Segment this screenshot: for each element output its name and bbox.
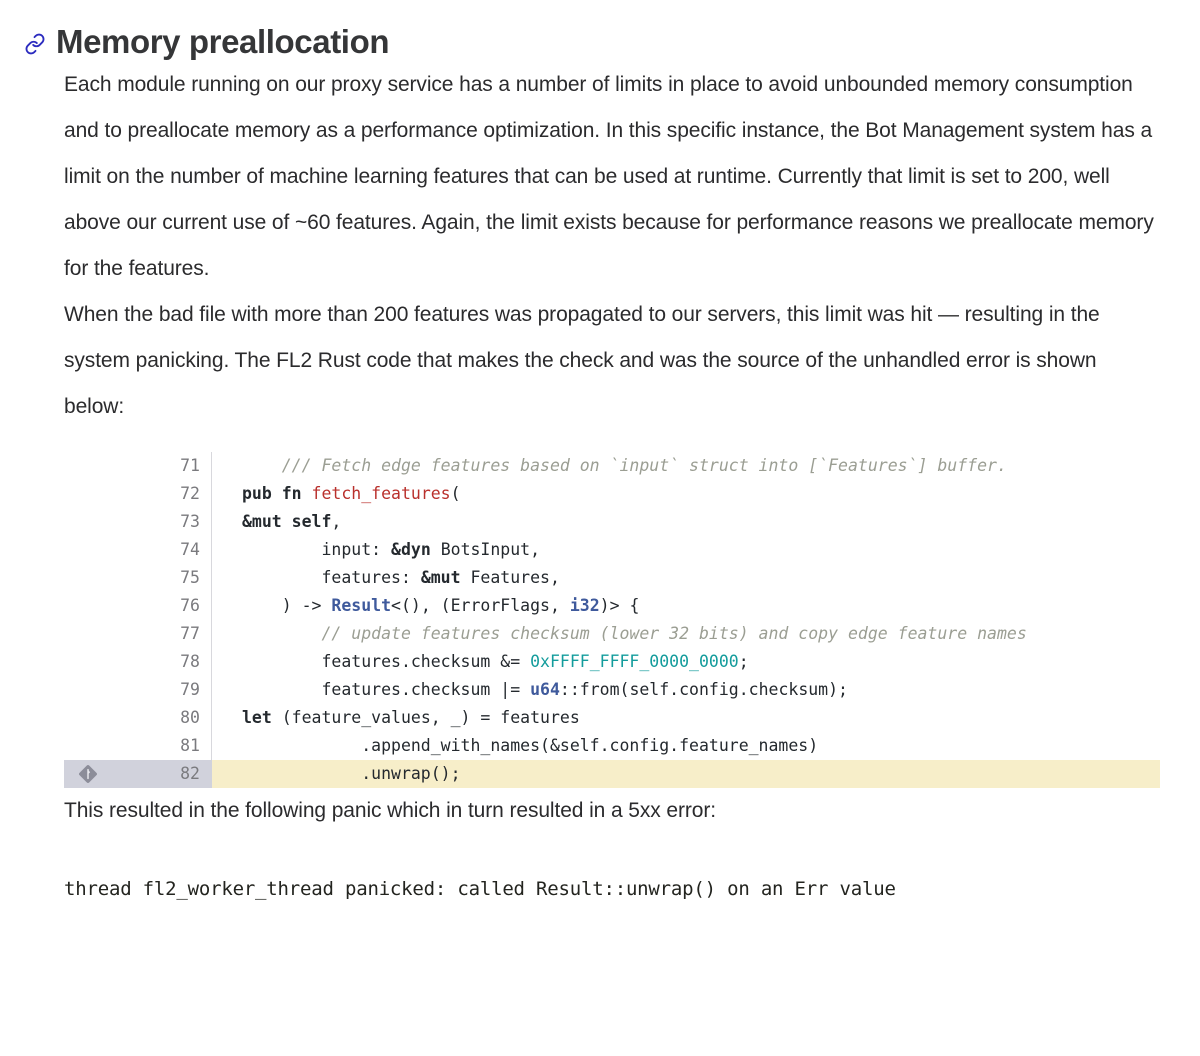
code-line: 77 // update features checksum (lower 32…	[64, 620, 1160, 648]
code-line: 76 ) -> Result<(), (ErrorFlags, i32)> {	[64, 592, 1160, 620]
line-number: 77	[180, 624, 200, 643]
line-number: 82	[180, 764, 200, 783]
code-line: 81 .append_with_names(&self.config.featu…	[64, 732, 1160, 760]
code-line-text: pub fn fetch_features(	[242, 484, 461, 503]
code-line-text: let (feature_values, _) = features	[242, 708, 580, 727]
code-line: 71 /// Fetch edge features based on `inp…	[64, 452, 1160, 480]
line-number: 80	[180, 708, 200, 727]
section-heading: Memory preallocation	[0, 0, 1200, 62]
line-number: 76	[180, 596, 200, 615]
code-line-text: ) -> Result<(), (ErrorFlags, i32)> {	[242, 596, 640, 615]
line-number: 81	[180, 736, 200, 755]
code-line: 75 features: &mut Features,	[64, 564, 1160, 592]
code-line-text: features.checksum |= u64::from(self.conf…	[242, 680, 848, 699]
line-number-gutter: 73	[64, 508, 212, 536]
paragraph-limit-hit: When the bad file with more than 200 fea…	[64, 303, 1100, 418]
page-title: Memory preallocation	[56, 23, 390, 60]
line-number: 75	[180, 568, 200, 587]
code-line-text: /// Fetch edge features based on `input`…	[242, 456, 1007, 475]
line-number: 78	[180, 652, 200, 671]
paragraph-intro: Each module running on our proxy service…	[64, 73, 1154, 280]
code-line: 79 features.checksum |= u64::from(self.c…	[64, 676, 1160, 704]
code-line-text: input: &dyn BotsInput,	[242, 540, 541, 559]
line-number: 72	[180, 484, 200, 503]
code-line-text: // update features checksum (lower 32 bi…	[242, 624, 1027, 643]
code-line: 74 input: &dyn BotsInput,	[64, 536, 1160, 564]
code-line: 78 features.checksum &= 0xFFFF_FFFF_0000…	[64, 648, 1160, 676]
link-anchor-icon[interactable]	[24, 33, 46, 55]
line-number-gutter: 80	[64, 704, 212, 732]
code-line-text: .append_with_names(&self.config.feature_…	[242, 736, 819, 755]
code-line-text: &mut self,	[242, 512, 342, 531]
code-line-highlighted: 82 .unwrap();	[64, 760, 1160, 788]
diamond-annotation-icon[interactable]	[78, 764, 98, 784]
line-number-gutter: 76	[64, 592, 212, 620]
line-number-gutter: 79	[64, 676, 212, 704]
line-number-gutter: 78	[64, 648, 212, 676]
line-number: 74	[180, 540, 200, 559]
line-number: 79	[180, 680, 200, 699]
line-number-gutter: 77	[64, 620, 212, 648]
line-number-gutter: 81	[64, 732, 212, 760]
line-number-gutter: 82	[64, 760, 212, 788]
line-number-gutter: 74	[64, 536, 212, 564]
code-line-text: features: &mut Features,	[242, 568, 560, 587]
code-line-text: .unwrap();	[212, 760, 1160, 788]
paragraph-panic-lead: This resulted in the following panic whi…	[64, 799, 716, 822]
code-line: 80 let (feature_values, _) = features	[64, 704, 1160, 732]
line-number-gutter: 75	[64, 564, 212, 592]
code-line: 72 pub fn fetch_features(	[64, 480, 1160, 508]
panic-output-text: thread fl2_worker_thread panicked: calle…	[64, 878, 896, 900]
code-block[interactable]: 71 /// Fetch edge features based on `inp…	[64, 452, 1160, 788]
code-line: 73 &mut self,	[64, 508, 1160, 536]
code-line-text: features.checksum &= 0xFFFF_FFFF_0000_00…	[242, 652, 749, 671]
line-number: 71	[180, 456, 200, 475]
article-content: Each module running on our proxy service…	[0, 62, 1200, 834]
line-number-gutter: 72	[64, 480, 212, 508]
line-number: 73	[180, 512, 200, 531]
line-number-gutter: 71	[64, 452, 212, 480]
